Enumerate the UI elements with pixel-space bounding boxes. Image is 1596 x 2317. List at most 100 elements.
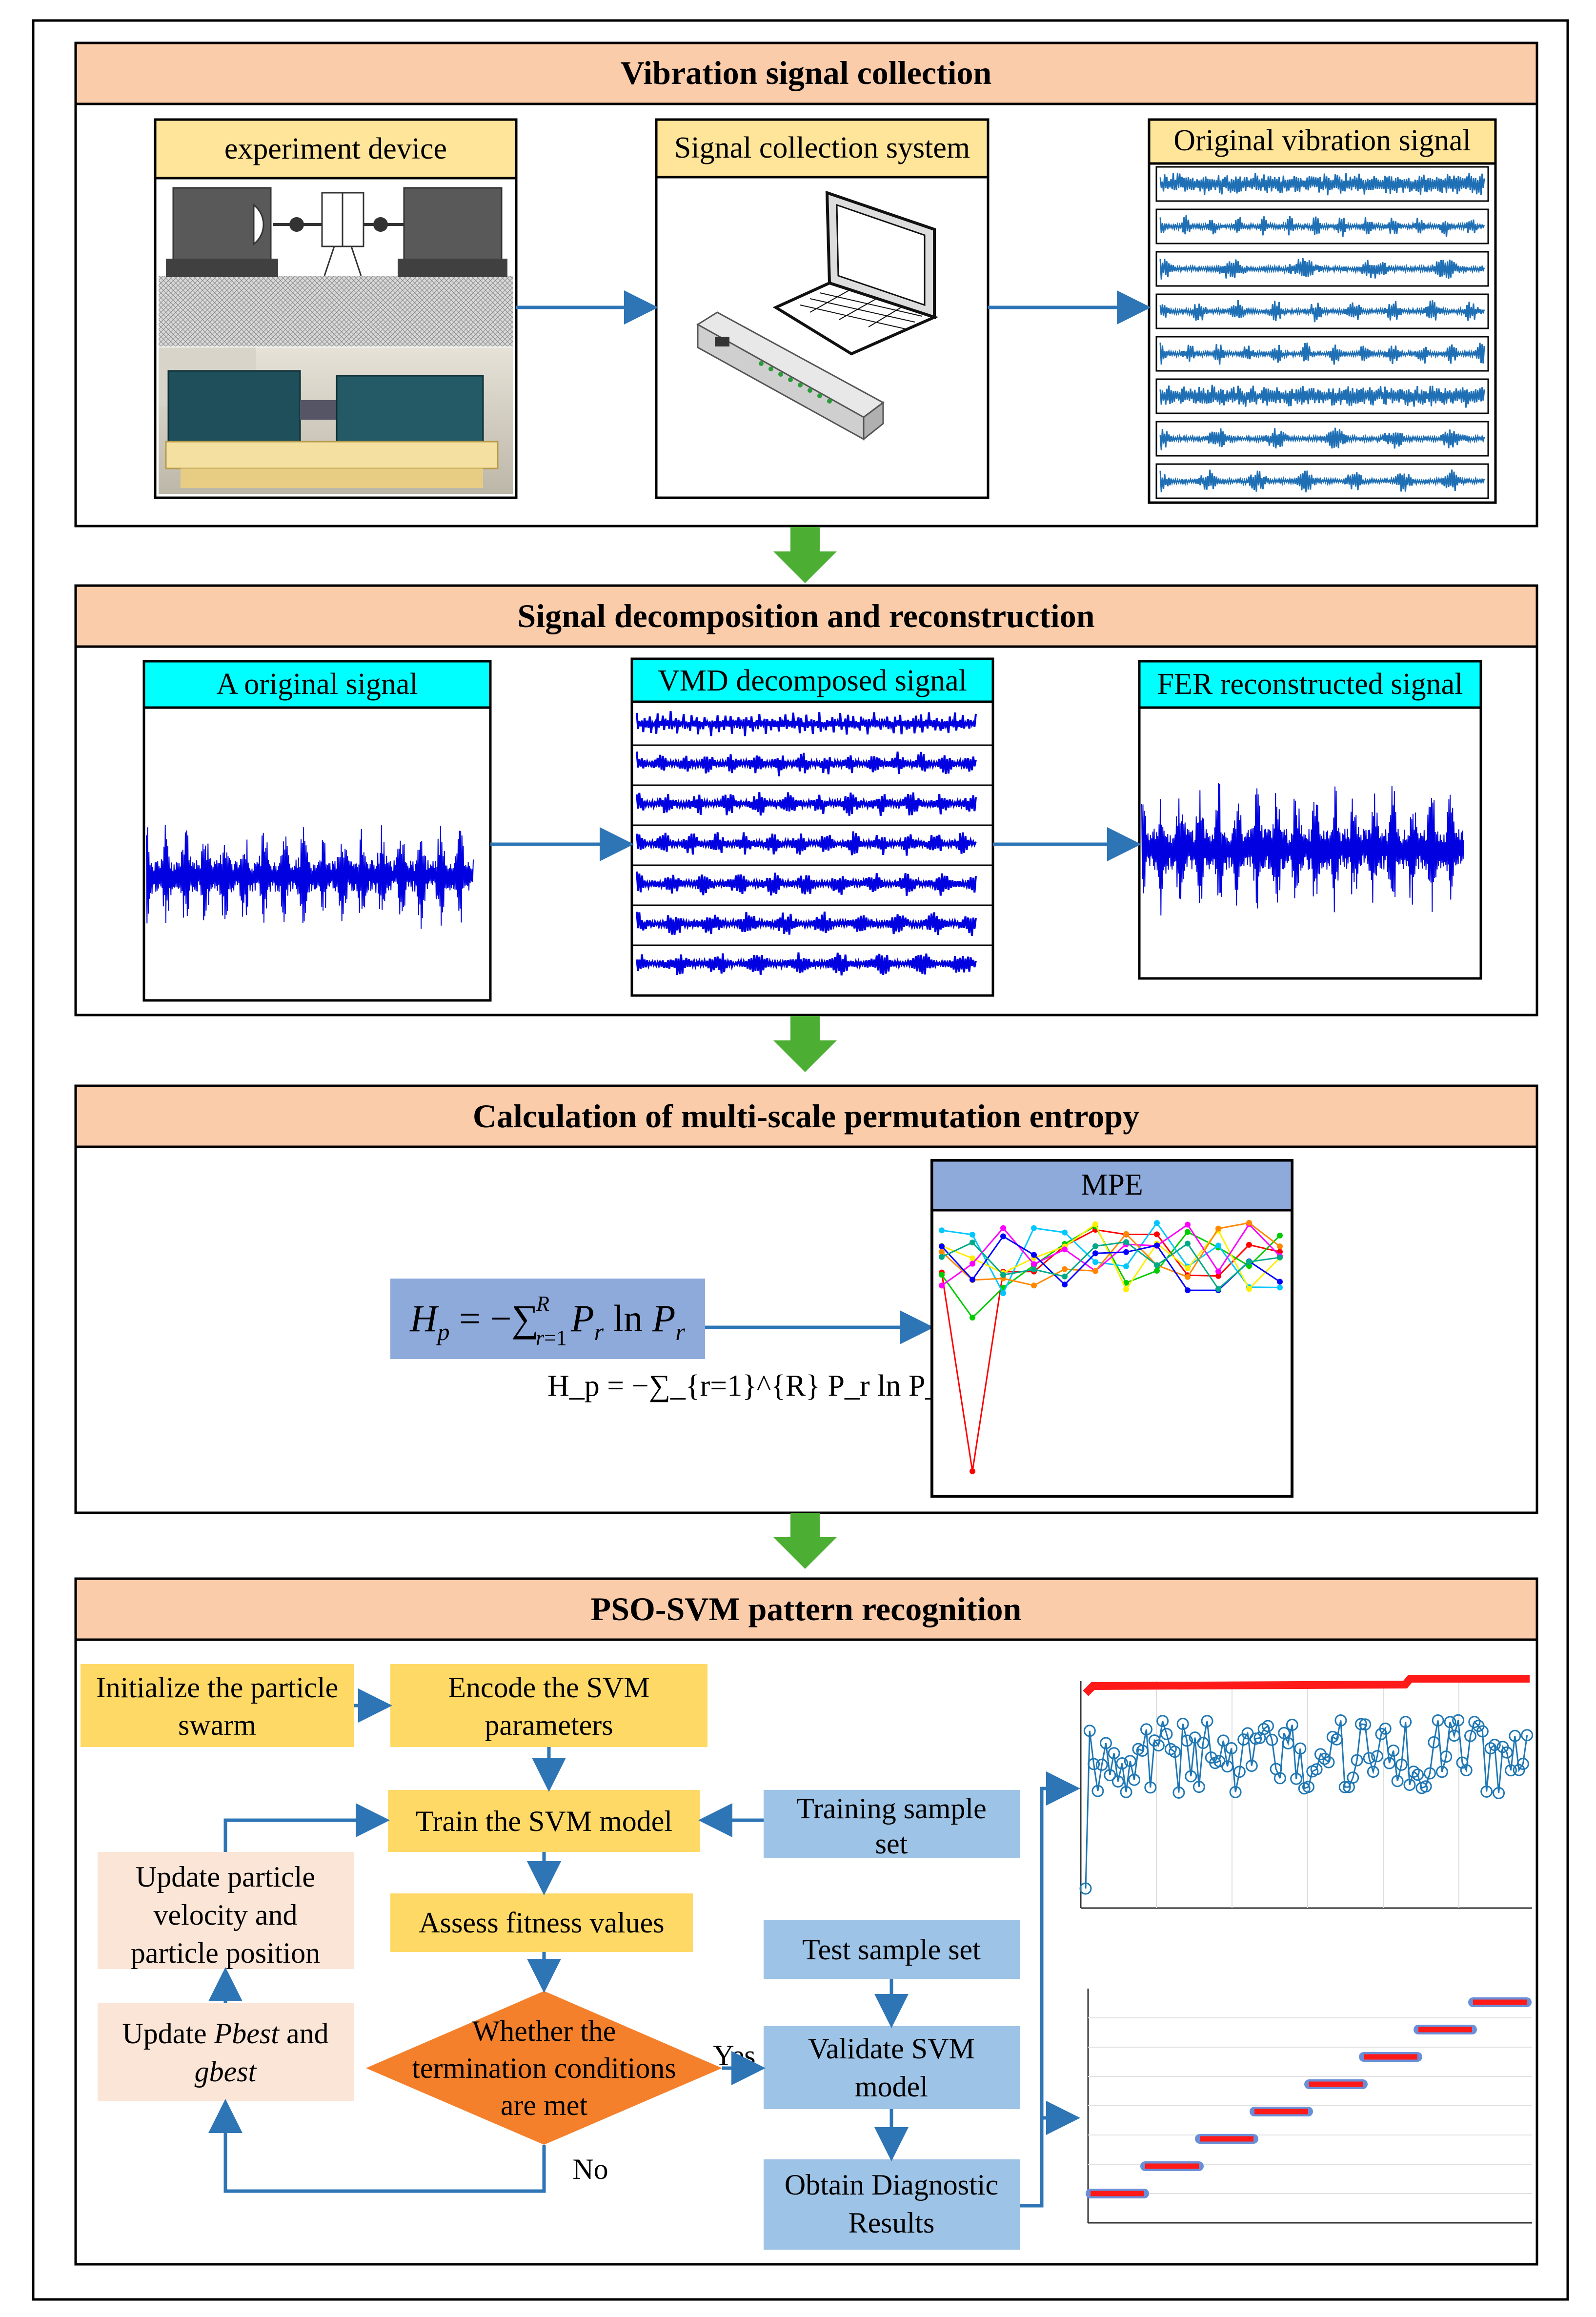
train-svm-label: Train the SVM model — [416, 1805, 672, 1837]
vibration-waveform — [1159, 469, 1485, 492]
section-2-header — [74, 584, 1538, 648]
vmd-mode-waveform — [636, 711, 977, 736]
formula-text-source: H_p = −∑_{r=1}^{R} P_r ln P_r — [547, 1369, 950, 1402]
fitness-point — [1371, 1750, 1384, 1763]
fitness-point — [1367, 1766, 1379, 1778]
vmd-mode-waveforms — [632, 711, 993, 976]
outer-frame — [32, 19, 1569, 2301]
fitness-point — [1156, 1715, 1169, 1728]
vmd-label-bg — [630, 657, 994, 703]
decision-line3: are met — [501, 2089, 588, 2121]
fitness-point — [1521, 1729, 1534, 1742]
vmd-box — [630, 657, 994, 997]
original-waveform-path — [146, 825, 474, 929]
termination-decision-diamond — [366, 1991, 722, 2145]
fitness-curve-chart — [1079, 1675, 1534, 1909]
train-svm-box — [388, 1790, 700, 1852]
fer-label: FER reconstructed signal — [1157, 668, 1463, 701]
training-set-box — [764, 1790, 1020, 1858]
obtain-results-line2: Results — [849, 2207, 935, 2239]
validate-svm-line2: model — [855, 2071, 928, 2103]
fer-label-bg — [1138, 660, 1482, 709]
training-set-line2: set — [875, 1828, 908, 1860]
fitness-point — [1250, 1732, 1262, 1745]
formula-box — [390, 1279, 705, 1359]
section-decomposition: Signal decomposition and reconstruction … — [74, 584, 1538, 1016]
data-acquisition-unit-icon — [696, 311, 885, 441]
mpe-curves — [939, 1219, 1283, 1474]
vibration-waveform — [1159, 342, 1485, 365]
fitness-point — [1160, 1728, 1173, 1740]
a-original-signal-label-bg — [142, 660, 492, 709]
vibration-waveform — [1159, 215, 1485, 238]
section-3-title: Calculation of multi-scale permutation e… — [473, 1098, 1139, 1135]
validate-svm-box — [764, 2026, 1020, 2109]
fer-waveform-path — [1141, 783, 1464, 916]
init-swarm-line1: Initialize the particle — [96, 1671, 338, 1704]
vibration-waveform — [1159, 258, 1485, 280]
vmd-mode-waveform — [636, 952, 977, 976]
mpe-label: MPE — [1081, 1168, 1143, 1201]
green-arrow-3 — [773, 1513, 837, 1569]
section-1-title: Vibration signal collection — [621, 54, 992, 91]
fitness-point — [1116, 1757, 1129, 1769]
fitness-point — [1419, 1780, 1432, 1793]
section-4-title: PSO-SVM pattern recognition — [591, 1590, 1022, 1627]
mpe-line — [941, 1241, 1280, 1290]
classification-result-chart — [1086, 1989, 1532, 2224]
update-best-line1: Update Pbest and — [122, 2017, 328, 2050]
fitness-point — [1500, 1746, 1513, 1759]
update-best-line2: gbest — [195, 2055, 257, 2088]
fitness-point — [1322, 1756, 1335, 1768]
green-arrow-1 — [773, 527, 837, 583]
mpe-line — [941, 1223, 1281, 1286]
fitness-point — [1310, 1763, 1323, 1776]
decision-line2: termination conditions — [412, 2052, 676, 2084]
a-original-signal-label: A original signal — [216, 668, 418, 701]
mpe-label-bg — [930, 1159, 1293, 1212]
fitness-point — [1262, 1720, 1274, 1732]
mpe-line — [941, 1235, 1280, 1291]
original-vibration-waveforms — [1155, 166, 1489, 499]
update-velocity-line1: Update particle — [136, 1861, 315, 1893]
section-2-title: Signal decomposition and reconstruction — [517, 597, 1094, 634]
a-original-waveform — [146, 825, 474, 929]
obtain-results-box — [764, 2159, 1020, 2250]
assess-fitness-label: Assess fitness values — [419, 1907, 664, 1939]
vmd-mode-waveform — [636, 792, 977, 816]
average-fitness-line — [1085, 1720, 1528, 1889]
fitness-point — [1468, 1716, 1481, 1728]
best-fitness-line — [1083, 1675, 1530, 1696]
laptop-icon — [772, 190, 939, 356]
section-vibration-collection: Vibration signal collection experiment d… — [74, 41, 1538, 528]
vmd-mode-waveform — [636, 831, 977, 856]
test-rig-schematic-icon — [159, 187, 513, 346]
mpe-line — [941, 1225, 1281, 1319]
encode-svm-line2: parameters — [485, 1709, 613, 1741]
fitness-point — [1217, 1734, 1230, 1747]
section-3-header — [74, 1084, 1538, 1148]
mpe-line — [941, 1229, 1280, 1472]
green-arrow-2 — [773, 1016, 837, 1072]
fitness-point — [1266, 1733, 1278, 1746]
section-4-header — [74, 1577, 1538, 1641]
vmd-label: VMD decomposed signal — [658, 664, 967, 697]
training-set-line1: Training sample — [796, 1792, 986, 1825]
init-swarm-line2: swarm — [178, 1709, 256, 1741]
fitness-point — [1111, 1775, 1124, 1788]
obtain-results-line1: Obtain Diagnostic — [785, 2169, 998, 2201]
encode-svm-box — [390, 1664, 707, 1747]
test-rig-photo — [159, 347, 513, 494]
fitness-point — [1108, 1747, 1120, 1760]
mpe-box — [930, 1159, 1293, 1498]
fitness-point — [1091, 1785, 1104, 1797]
a-original-signal-box — [142, 660, 492, 1002]
init-swarm-box — [81, 1664, 354, 1747]
assess-fitness-box — [390, 1893, 693, 1952]
update-best-box — [98, 2003, 354, 2101]
test-set-box — [764, 1920, 1020, 1979]
update-velocity-box — [98, 1852, 354, 1969]
fitness-point — [1152, 1739, 1165, 1752]
